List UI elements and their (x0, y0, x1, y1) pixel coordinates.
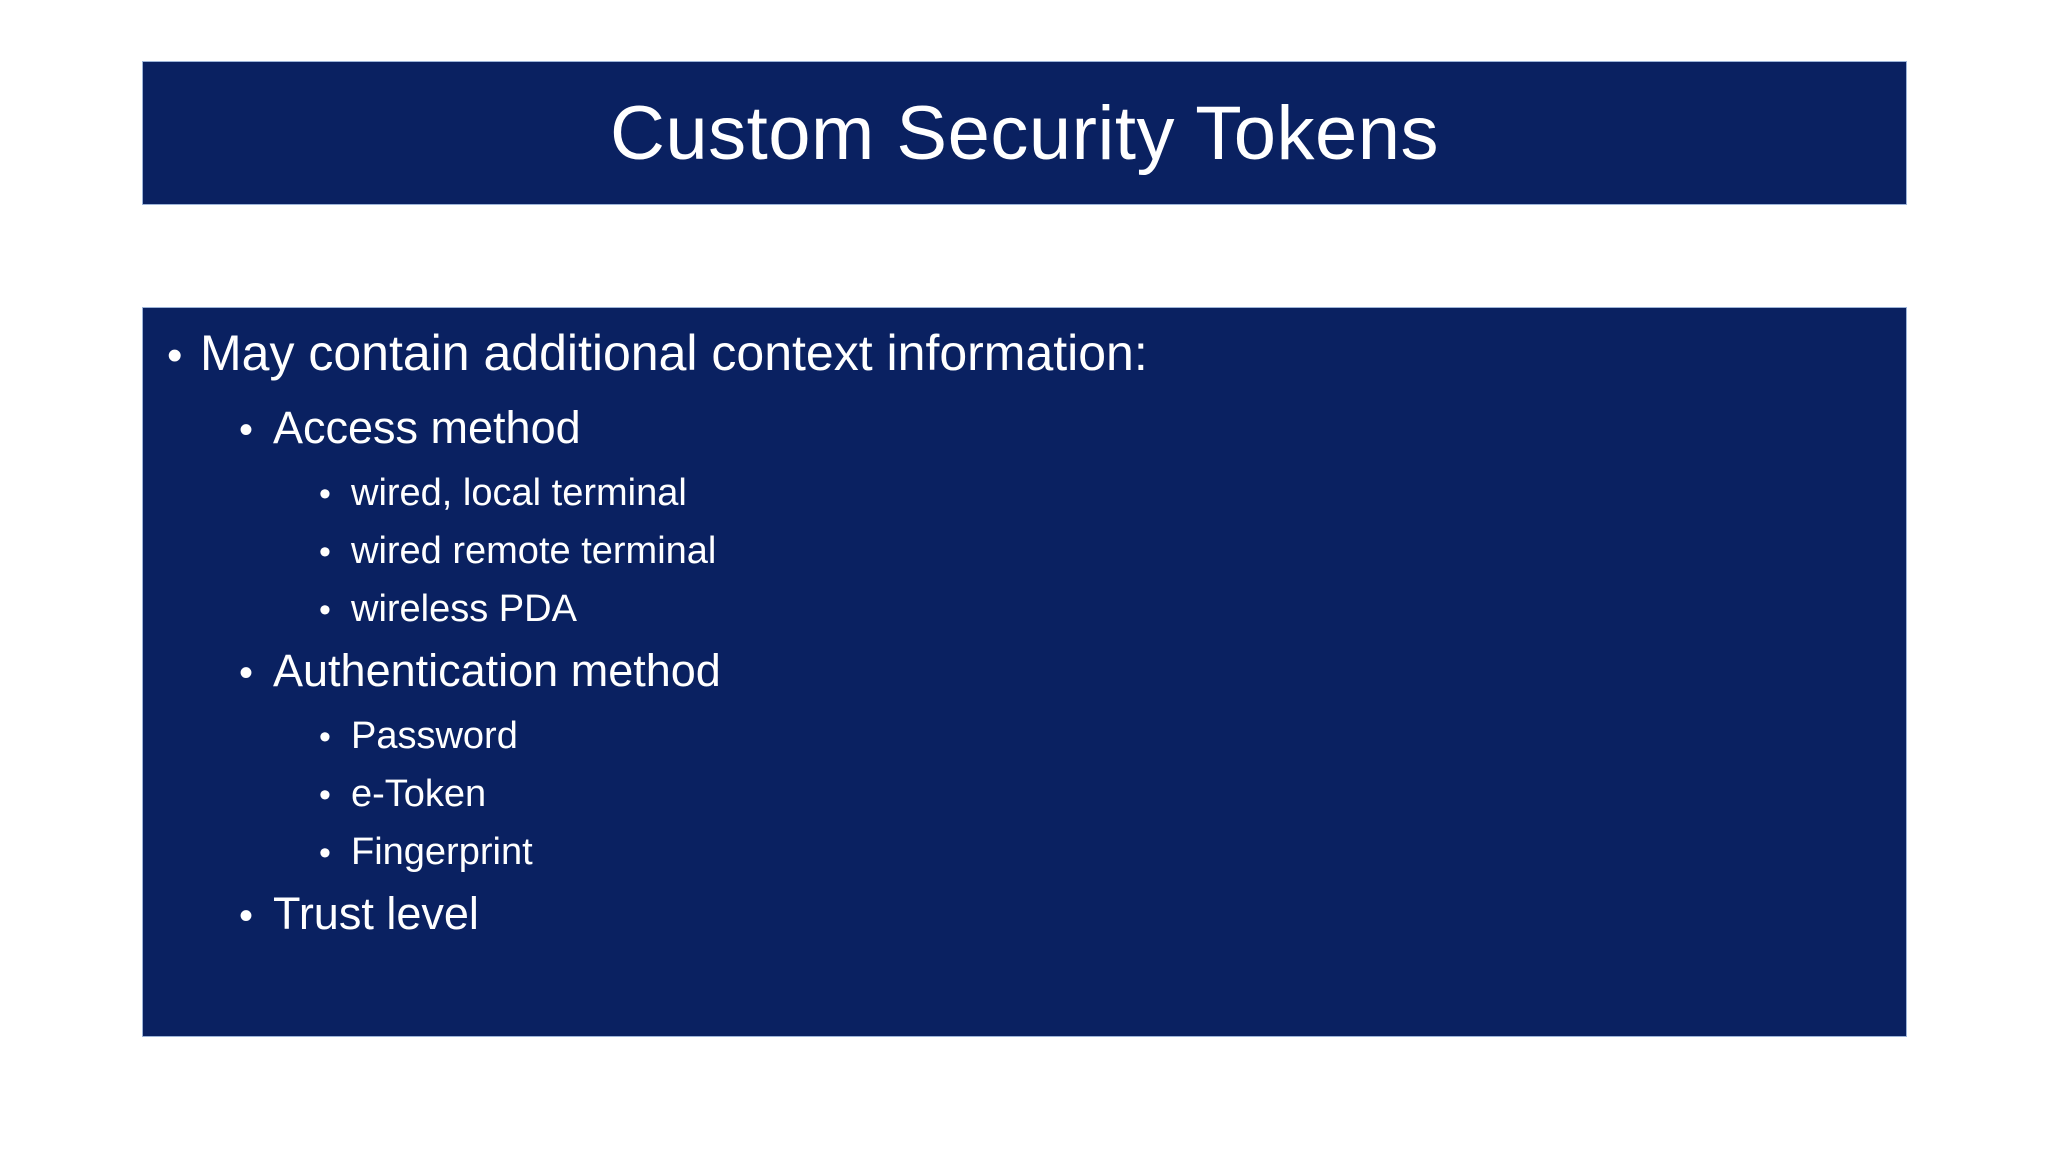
slide-body-panel: • May contain additional context informa… (142, 307, 1907, 1037)
list-item-label: Access method (273, 402, 581, 453)
slide-title-bar: Custom Security Tokens (142, 61, 1907, 205)
list-item-wireless-pda: • wireless PDA (143, 585, 1906, 634)
list-item-password: • Password (143, 712, 1906, 761)
bullet-icon: • (239, 408, 254, 452)
list-item-fingerprint: • Fingerprint (143, 828, 1906, 877)
list-item-label: Fingerprint (351, 831, 533, 873)
list-item-label: Authentication method (273, 645, 721, 696)
list-item-label: wireless PDA (351, 588, 577, 630)
list-item-intro: • May contain additional context informa… (143, 322, 1906, 387)
list-item-label: wired, local terminal (351, 472, 687, 514)
list-item-label: wired remote terminal (351, 530, 717, 572)
bullet-icon: • (319, 718, 331, 756)
slide-title: Custom Security Tokens (609, 90, 1440, 176)
bullet-icon: • (319, 776, 331, 814)
list-item-authentication-method: • Authentication method (143, 643, 1906, 701)
bullet-icon: • (167, 331, 183, 380)
list-item-trust-level: • Trust level (143, 886, 1906, 944)
bullet-icon: • (319, 475, 331, 513)
list-item-e-token: • e-Token (143, 770, 1906, 819)
list-item-access-method: • Access method (143, 400, 1906, 458)
list-item-wired-remote-terminal: • wired remote terminal (143, 527, 1906, 576)
list-item-label: e-Token (351, 773, 487, 815)
list-item-wired-local-terminal: • wired, local terminal (143, 469, 1906, 518)
list-item-label: May contain additional context informati… (200, 325, 1148, 381)
bullet-icon: • (319, 834, 331, 872)
bullet-icon: • (239, 894, 254, 938)
list-item-label: Password (351, 715, 518, 757)
bullet-icon: • (319, 591, 331, 629)
bullet-icon: • (239, 651, 254, 695)
list-item-label: Trust level (273, 888, 479, 939)
bullet-icon: • (319, 533, 331, 571)
